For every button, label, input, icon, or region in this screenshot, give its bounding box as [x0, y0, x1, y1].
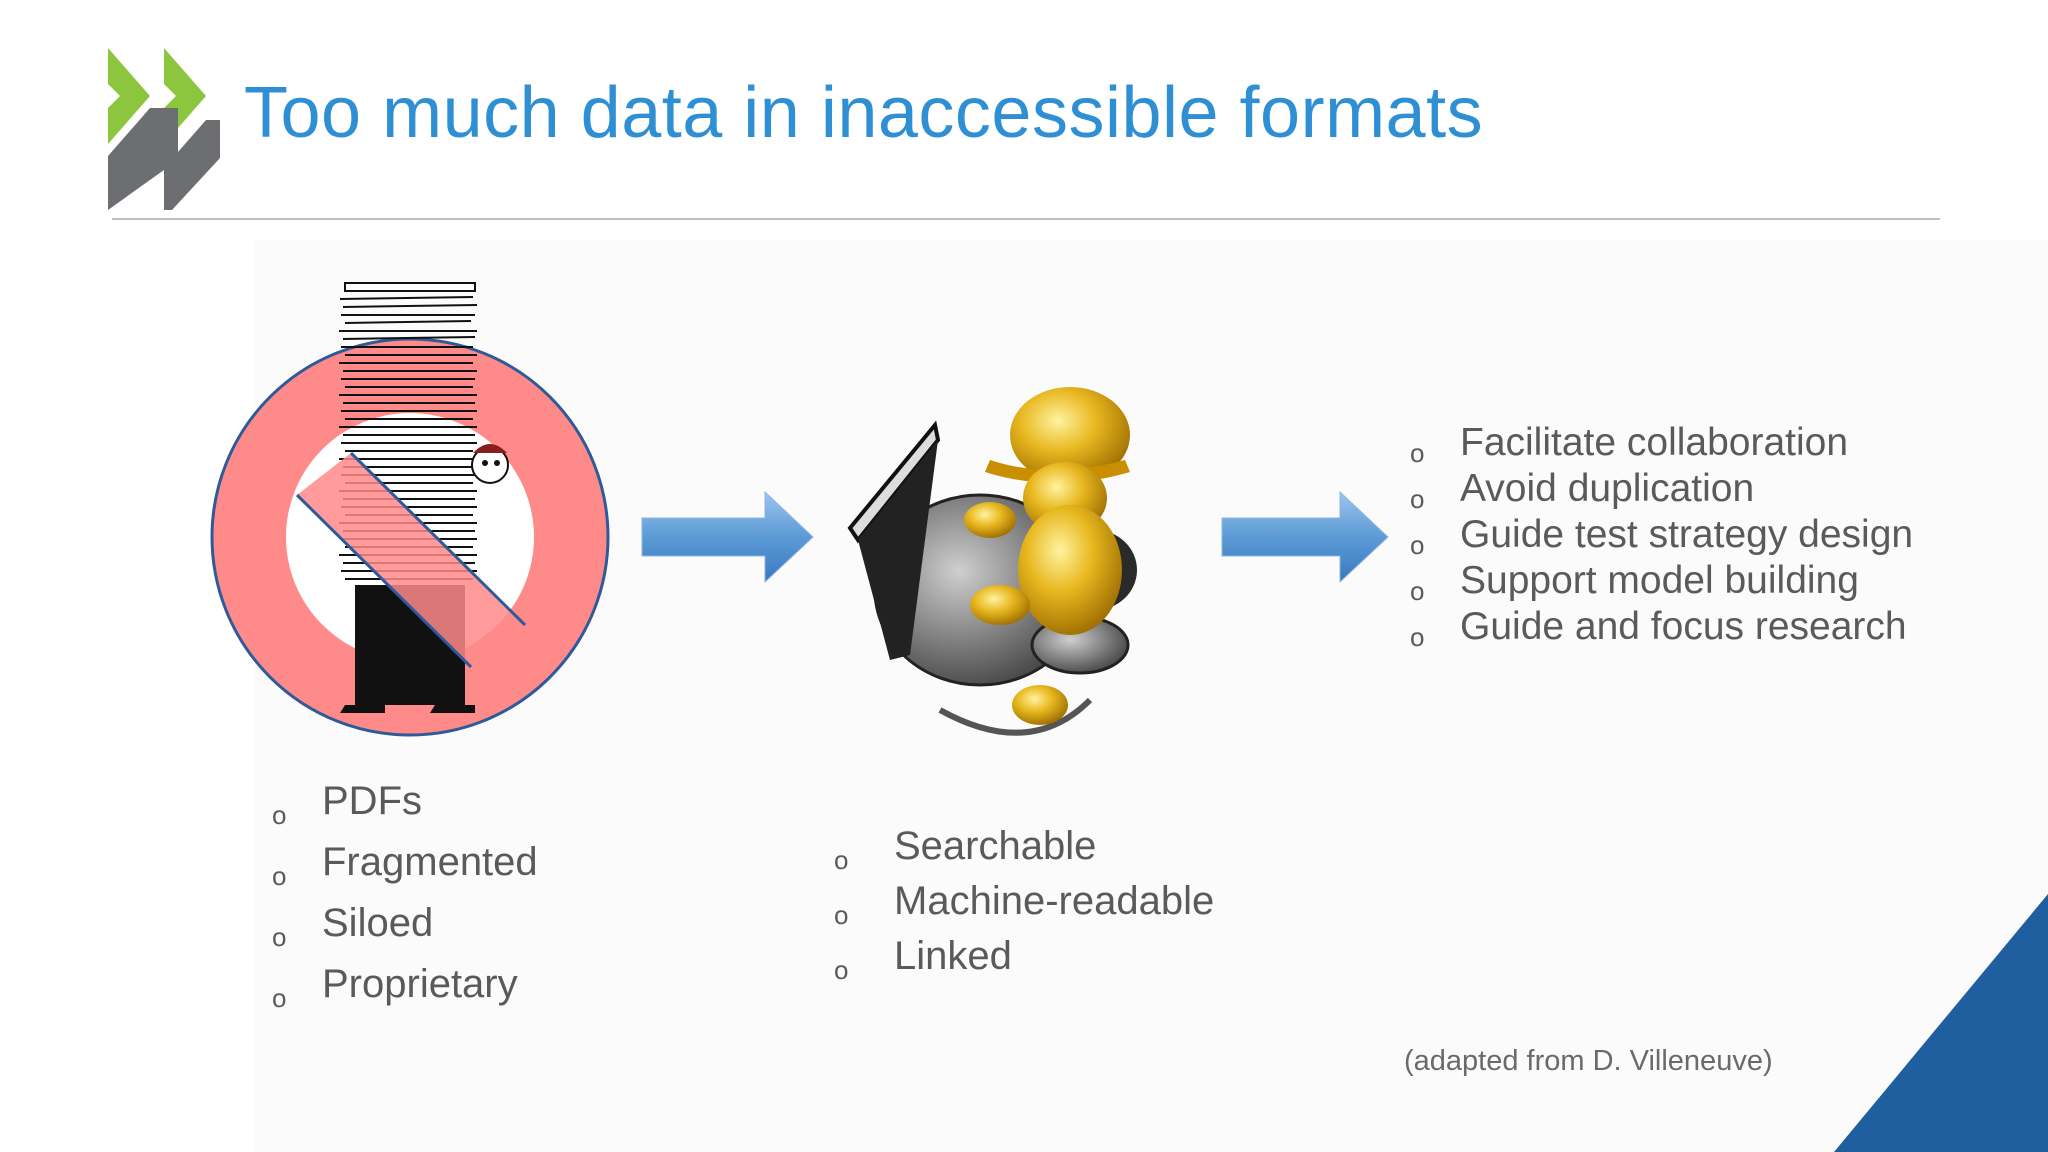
computer-worker-icon: [847, 387, 1137, 736]
bullet-mark: o: [834, 955, 849, 985]
right-arrow-icon: [1221, 490, 1389, 584]
slide-title: Too much data in inaccessible formats: [244, 73, 1484, 153]
right-arrow-icon: [641, 490, 814, 584]
no-paper-pile-icon: [210, 282, 610, 737]
content-background: [255, 240, 2048, 1152]
title-divider: [112, 218, 1940, 220]
bullet-mark: o: [272, 983, 287, 1013]
bullet-mark: o: [272, 922, 287, 952]
double-chevron-logo-icon: [108, 48, 220, 210]
source-credit: (adapted from D. Villeneuve): [1404, 1045, 1773, 1077]
bullet-mark: o: [1410, 484, 1425, 514]
bullet-mark: o: [834, 845, 849, 875]
bullet-mark: o: [1410, 622, 1425, 652]
bullet-mark: o: [272, 800, 287, 830]
bullet-mark: o: [834, 900, 849, 930]
bullet-mark: o: [272, 861, 287, 891]
corner-triangle-decoration: [1834, 894, 2048, 1152]
bullet-mark: o: [1410, 438, 1425, 468]
bullet-mark: o: [1410, 530, 1425, 560]
bullet-mark: o: [1410, 576, 1425, 606]
